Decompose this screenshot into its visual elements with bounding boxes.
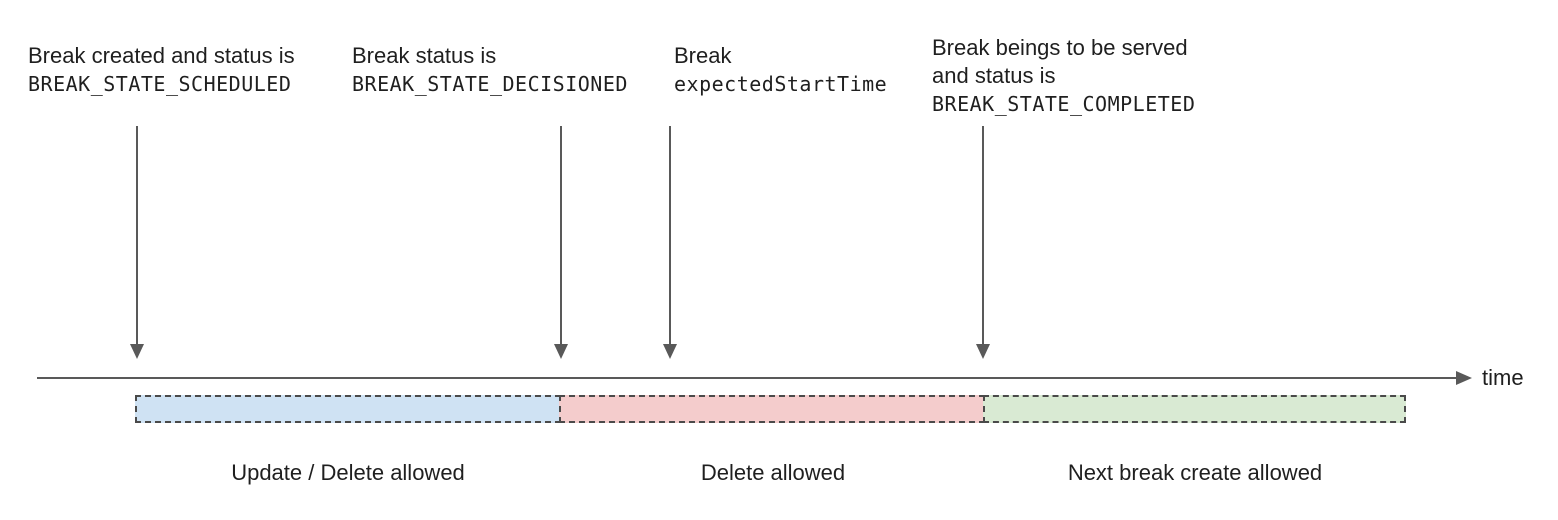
annotation-break-scheduled: Break created and status is BREAK_STATE_… bbox=[28, 42, 295, 98]
segment-next-break-create-allowed bbox=[983, 395, 1406, 423]
down-arrow-line-3 bbox=[669, 126, 671, 345]
segment-caption-delete: Delete allowed bbox=[700, 460, 846, 485]
segment-caption-update-delete: Update / Delete allowed bbox=[231, 460, 465, 485]
annotation-code-line: BREAK_STATE_SCHEDULED bbox=[28, 72, 292, 96]
annotation-break-decisioned: Break status is BREAK_STATE_DECISIONED bbox=[352, 42, 628, 98]
down-arrow-icon bbox=[976, 344, 990, 359]
down-arrow-line-4 bbox=[982, 126, 984, 345]
annotation-line: Break created and status is bbox=[28, 43, 295, 68]
segment-update-delete-allowed bbox=[135, 395, 561, 423]
down-arrow-line-1 bbox=[136, 126, 138, 345]
annotation-line: Break status is bbox=[352, 43, 497, 68]
segment-caption-next-break: Next break create allowed bbox=[1067, 460, 1323, 485]
annotation-line: and status is bbox=[932, 63, 1056, 88]
down-arrow-icon bbox=[663, 344, 677, 359]
annotation-code-line: BREAK_STATE_DECISIONED bbox=[352, 72, 628, 96]
time-axis-label: time bbox=[1482, 365, 1524, 390]
annotation-line: Break beings to be served bbox=[932, 35, 1188, 60]
time-axis-line bbox=[37, 377, 1457, 379]
annotation-break-completed: Break beings to be served and status is … bbox=[932, 34, 1195, 118]
right-arrow-icon bbox=[1456, 371, 1472, 385]
down-arrow-line-2 bbox=[560, 126, 562, 345]
annotation-code-line: BREAK_STATE_COMPLETED bbox=[932, 92, 1196, 116]
annotation-expected-start-time: Break expectedStartTime bbox=[674, 42, 887, 98]
down-arrow-icon bbox=[554, 344, 568, 359]
annotation-code-line: expectedStartTime bbox=[674, 72, 888, 96]
segment-delete-allowed bbox=[559, 395, 985, 423]
down-arrow-icon bbox=[130, 344, 144, 359]
annotation-line: Break bbox=[674, 43, 732, 68]
